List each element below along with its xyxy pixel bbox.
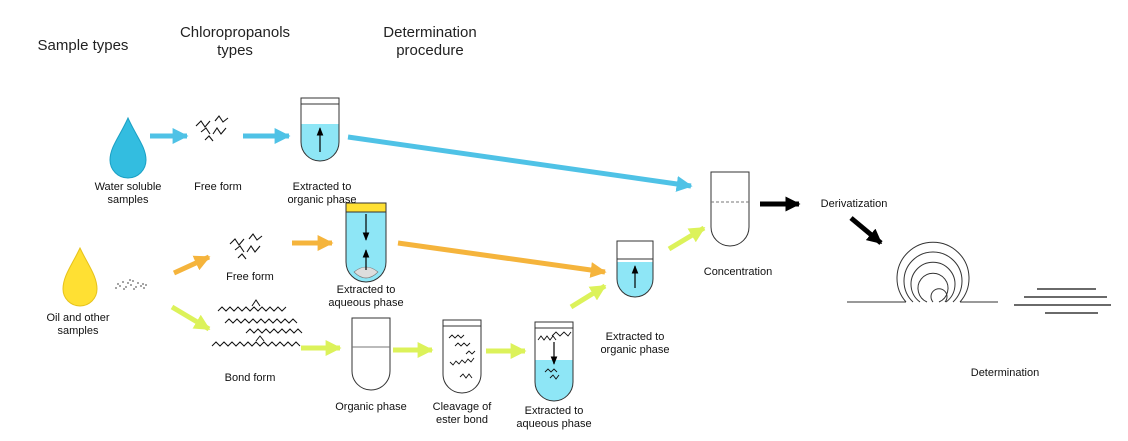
label-extracted-aqueous-mid: Extracted to aqueous phase [328,284,404,309]
tube-organic-phase [351,317,391,391]
label-derivatization: Derivatization [820,198,888,210]
label-oil-samples: Oil and other samples [46,312,110,337]
label-extracted-aqueous-bottom: Extracted to aqueous phase [516,405,592,430]
tube-organic-extraction-right [616,240,654,298]
arrow-tube-to-concentration [347,134,693,192]
label-organic-phase: Organic phase [335,401,407,413]
arrow-derivatization-to-determination [849,216,883,245]
label-free-form-mid: Free form [226,271,274,283]
label-bond-form: Bond form [224,372,276,384]
label-extracted-organic-right: Extracted to organic phase [600,331,670,356]
free-form-molecules-mid-icon [229,233,263,260]
water-drop-icon [109,116,147,179]
arrow-organic-to-concentration [667,225,706,252]
arrow-aqueous-to-organic [569,283,607,310]
label-extracted-organic-top: Extracted to organic phase [287,181,357,206]
tube-aqueous-extraction-mid [345,202,387,283]
gc-column-coil-icon [847,241,998,303]
tube-concentration [710,171,750,247]
header-sample-types: Sample types [37,37,129,54]
header-chloropropanols-types: Chloropropanols types [179,24,291,59]
powder-sample-icon [115,279,147,290]
arrow-oil-to-bond [170,304,211,332]
label-determination: Determination [970,367,1040,379]
oil-drop-icon [62,246,98,307]
label-cleavage-ester-bond: Cleavage of ester bond [432,401,492,426]
arrow-mid-to-right-tube [397,240,607,278]
label-concentration: Concentration [703,266,773,278]
label-free-form-top: Free form [194,181,242,193]
tube-aqueous-extraction-bottom [534,321,574,402]
free-form-molecules-top-icon [195,115,229,142]
arrow-oil-to-free [172,254,211,276]
chromatogram-lines-icon [1014,288,1111,314]
tube-organic-extraction [300,97,340,162]
tube-cleavage [442,319,482,394]
label-water-soluble-samples: Water soluble samples [94,181,162,206]
bond-form-chains-icon [211,299,303,347]
header-determination-procedure: Determination procedure [383,24,477,59]
